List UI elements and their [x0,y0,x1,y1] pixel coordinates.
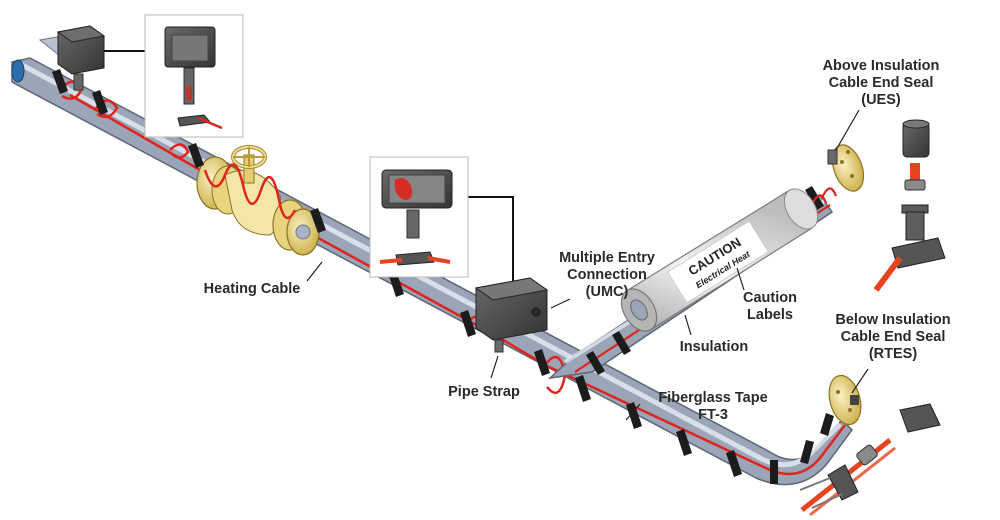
insulation-jacket: CAUTION Electrical Heat [620,188,819,332]
label-rtes-line1: Below Insulation [835,312,951,328]
label-fiberglass-line1: Fiberglass Tape [658,390,768,406]
power-connection-detail-inset [144,14,244,138]
label-umc-line2: Connection [567,267,647,283]
label-ues-line2: Cable End Seal [828,75,934,91]
label-umc-line3: (UMC) [585,284,629,300]
label-caution-labels: Caution Labels [738,290,802,324]
rtes-exploded-detail [799,403,941,517]
rtes-end-seal-assembly [828,374,862,426]
label-rtes: Below Insulation Cable End Seal (RTES) [818,312,968,363]
label-heating-cable: Heating Cable [196,281,308,298]
label-insulation: Insulation [672,339,756,356]
label-caution-line1: Caution [743,290,797,306]
power-connection-box [56,25,145,91]
ues-end-seal-assembly [827,144,865,192]
label-fiberglass-tape: Fiberglass Tape FT-3 [650,390,776,424]
umc-detail-inset [369,156,469,278]
ues-seal [827,149,838,165]
label-rtes-line3: (RTES) [868,346,918,362]
label-umc: Multiple Entry Connection (UMC) [548,250,666,301]
label-insulation-line1: Insulation [679,339,749,355]
label-heating-cable-line1: Heating Cable [203,281,301,297]
leader-lines [306,109,869,421]
label-ues: Above Insulation Cable End Seal (UES) [810,58,952,109]
ues-exploded-detail [873,119,946,292]
fiberglass-tape-bands [52,69,834,484]
label-umc-line1: Multiple Entry [559,250,655,266]
gate-valve [196,145,320,256]
label-caution-line2: Labels [747,307,793,323]
label-rtes-line2: Cable End Seal [840,329,946,345]
rtes-cap [899,403,941,433]
label-ues-line1: Above Insulation [822,58,940,74]
label-pipe-strap: Pipe Strap [442,384,526,401]
pipe-end-cap [11,59,25,83]
label-ues-line3: (UES) [861,92,901,108]
label-pipe-strap-line1: Pipe Strap [448,384,520,400]
label-fiberglass-line2: FT-3 [698,407,728,423]
umc-box [443,196,549,353]
